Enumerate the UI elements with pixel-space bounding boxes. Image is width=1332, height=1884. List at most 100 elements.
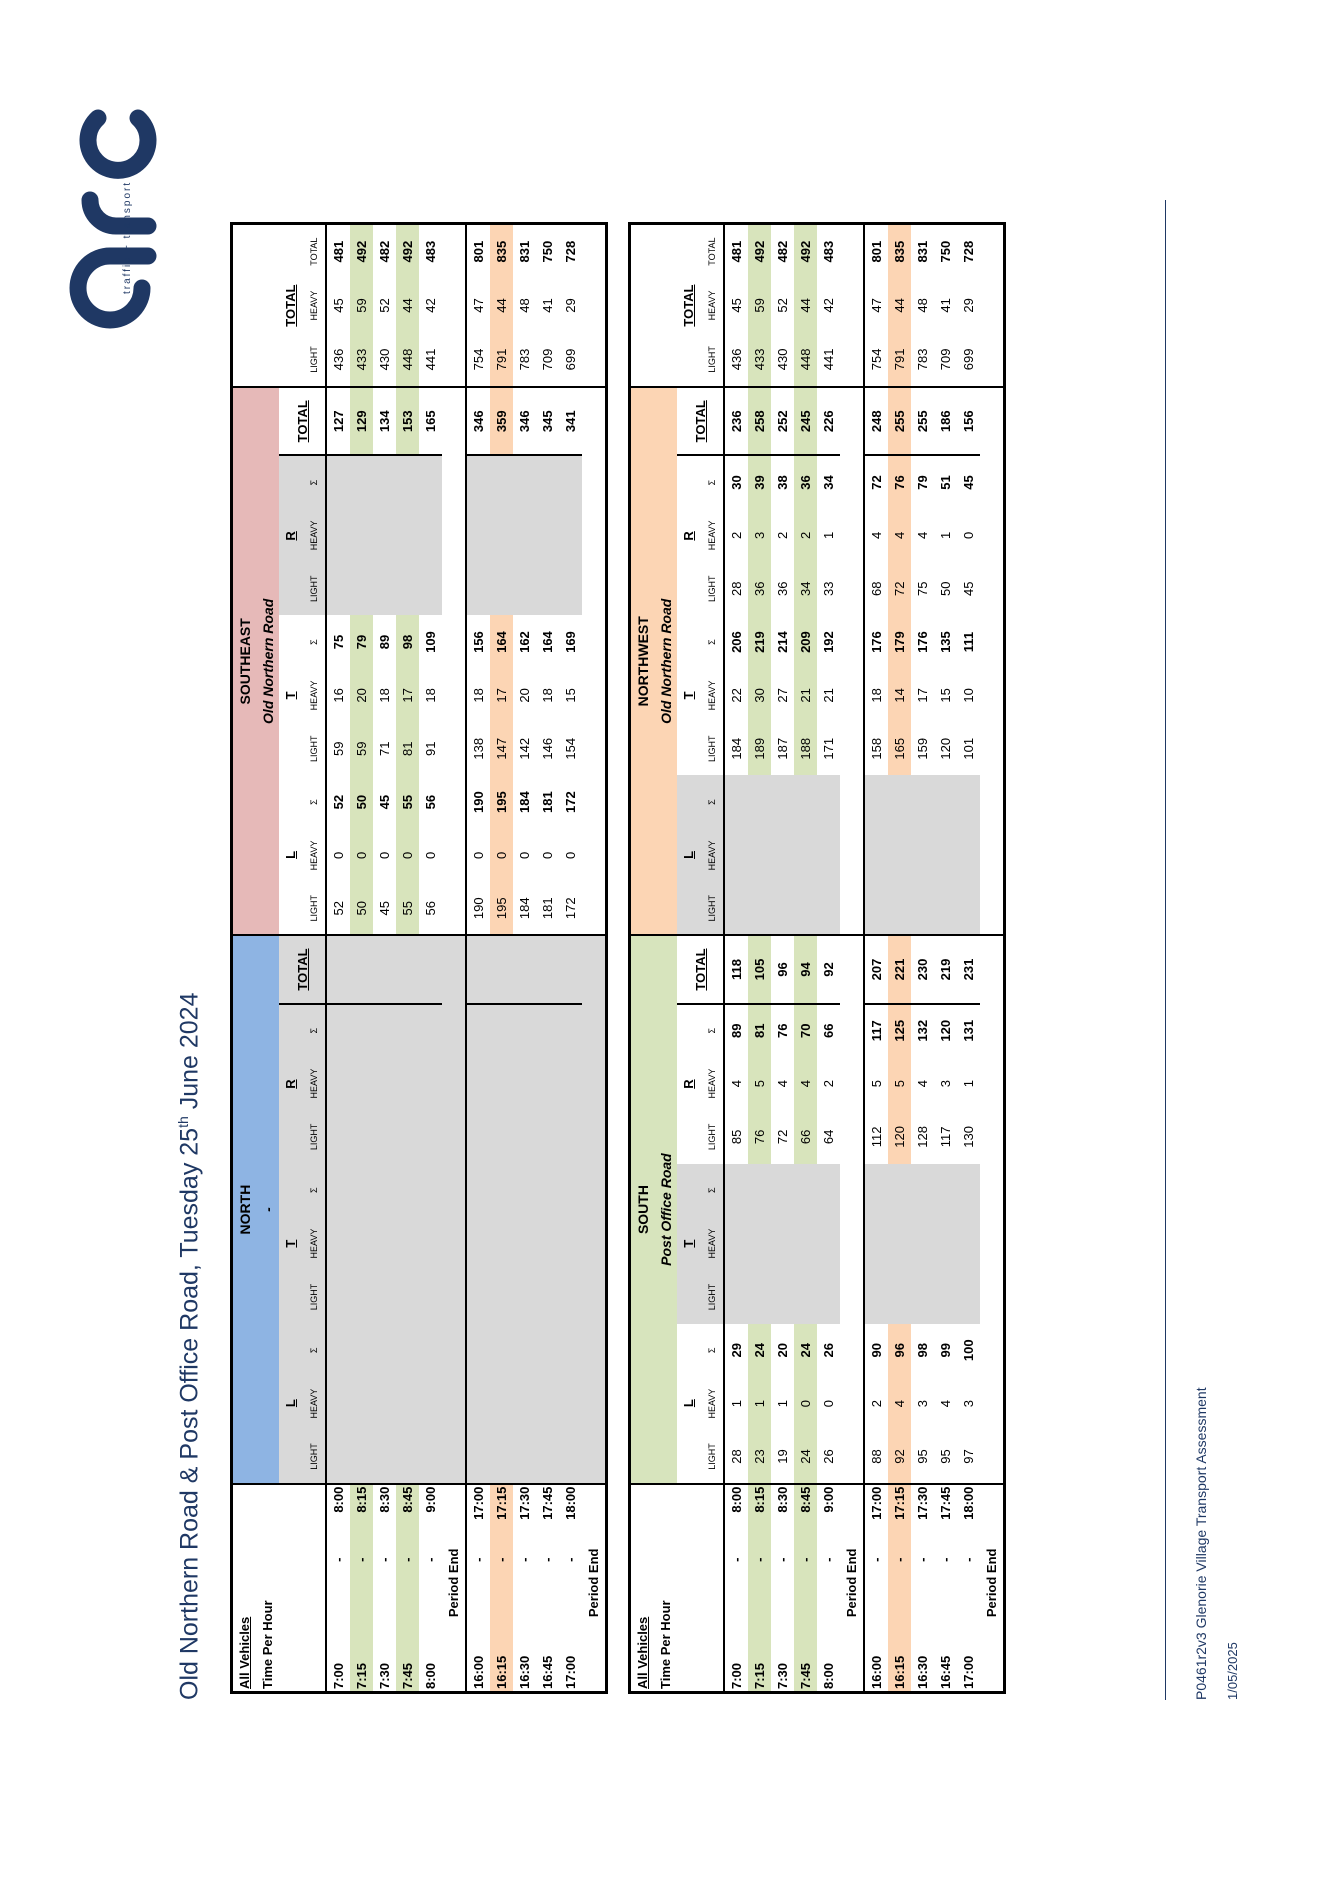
value-cell: 34 bbox=[821, 475, 836, 490]
value-cell bbox=[748, 775, 771, 829]
value-cell: 0 bbox=[961, 531, 976, 539]
value-cell bbox=[536, 455, 559, 509]
value-cell: 4 bbox=[729, 1079, 744, 1088]
value-cell: 51 bbox=[938, 475, 953, 490]
sub-header-sigma: Σ bbox=[302, 1003, 326, 1057]
value-cell: 0 bbox=[471, 851, 486, 860]
value-cell: 55 bbox=[396, 775, 419, 829]
value-cell bbox=[396, 1376, 419, 1431]
time-from: 16:30 bbox=[517, 1655, 532, 1689]
time-separator: - bbox=[377, 1557, 392, 1562]
value-cell: 26 bbox=[821, 1343, 836, 1358]
header-time-per-hour: Time Per Hour bbox=[654, 1483, 677, 1693]
value-cell bbox=[559, 1110, 582, 1164]
value-cell bbox=[724, 1270, 748, 1324]
time-from: 16:00 bbox=[869, 1655, 884, 1689]
sub-header-light: LIGHT bbox=[700, 882, 724, 936]
value-cell: 17 bbox=[915, 688, 930, 703]
value-cell bbox=[513, 508, 536, 563]
sub-header-heavy: HEAVY bbox=[302, 1216, 326, 1271]
value-cell bbox=[724, 828, 748, 883]
grand-total-cell: 754 bbox=[864, 332, 888, 388]
value-cell bbox=[771, 1270, 794, 1324]
value-cell bbox=[724, 1163, 748, 1217]
value-cell: 132 bbox=[915, 1019, 930, 1042]
sub-header-light: LIGHT bbox=[302, 332, 326, 388]
value-cell bbox=[466, 1376, 490, 1431]
sub-header-light: LIGHT bbox=[706, 1443, 717, 1470]
value-cell: 128 bbox=[915, 1126, 930, 1148]
grand-total-cell: 45 bbox=[729, 298, 744, 313]
value-cell: 172 bbox=[559, 882, 582, 936]
value-cell bbox=[419, 1163, 442, 1217]
value-cell: 95 bbox=[938, 1449, 953, 1464]
value-cell: 70 bbox=[794, 1003, 817, 1057]
value-cell: 2 bbox=[729, 531, 744, 539]
value-cell bbox=[724, 882, 748, 936]
sub-header-heavy: HEAVY bbox=[308, 290, 319, 321]
value-cell: 2 bbox=[794, 508, 817, 563]
value-cell bbox=[419, 1430, 442, 1484]
period-end-label: Period End bbox=[840, 1483, 864, 1693]
value-cell: 184 bbox=[517, 791, 532, 813]
total-cell bbox=[326, 935, 350, 1004]
value-cell bbox=[957, 1216, 980, 1271]
total-cell: 231 bbox=[957, 935, 980, 1004]
value-cell: 169 bbox=[563, 631, 578, 653]
value-cell: 18 bbox=[540, 688, 555, 703]
road-northwest: Old Northern Road bbox=[654, 387, 677, 936]
value-cell bbox=[536, 1376, 559, 1431]
grand-total-cell: 728 bbox=[961, 240, 976, 263]
value-cell: 45 bbox=[961, 475, 976, 490]
value-cell bbox=[817, 828, 840, 883]
time-to: 18:00 bbox=[957, 1483, 980, 1545]
value-cell: 112 bbox=[869, 1126, 884, 1148]
value-cell bbox=[748, 1270, 771, 1324]
value-cell: 76 bbox=[775, 1023, 790, 1038]
sub-header-light: LIGHT bbox=[302, 1110, 326, 1164]
value-cell bbox=[513, 1216, 536, 1271]
time-separator: - bbox=[350, 1544, 373, 1575]
grand-total-cell: 492 bbox=[794, 223, 817, 279]
value-cell bbox=[748, 1163, 771, 1217]
value-cell bbox=[373, 1110, 396, 1164]
grand-total-header: TOTAL bbox=[677, 223, 700, 388]
time-separator: - bbox=[775, 1557, 790, 1562]
value-cell bbox=[373, 455, 396, 509]
value-cell: 181 bbox=[540, 791, 555, 813]
value-cell bbox=[911, 828, 934, 883]
value-cell: 36 bbox=[748, 562, 771, 616]
value-cell bbox=[536, 1163, 559, 1217]
time-to: 8:30 bbox=[771, 1483, 794, 1545]
sub-header-heavy: HEAVY bbox=[706, 290, 717, 321]
time-from: 16:45 bbox=[540, 1655, 555, 1689]
total-cell: 207 bbox=[864, 935, 888, 1004]
time-to: 17:15 bbox=[490, 1483, 513, 1545]
value-cell: 55 bbox=[396, 882, 419, 936]
sub-header-heavy: HEAVY bbox=[706, 520, 717, 551]
road-southeast: Old Northern Road bbox=[256, 387, 279, 936]
grand-total-cell: 791 bbox=[888, 332, 911, 388]
value-cell bbox=[466, 1323, 490, 1377]
value-cell bbox=[559, 1376, 582, 1431]
movement-through: T bbox=[681, 691, 696, 700]
sub-header-heavy: HEAVY bbox=[706, 1068, 717, 1099]
time-to: 17:00 bbox=[864, 1483, 888, 1545]
movement-through: T bbox=[677, 1163, 700, 1324]
value-cell bbox=[536, 1056, 559, 1111]
value-cell bbox=[911, 1163, 934, 1217]
value-cell bbox=[373, 562, 396, 616]
total-cell: 186 bbox=[934, 387, 957, 456]
value-cell bbox=[350, 455, 373, 509]
value-cell bbox=[771, 828, 794, 883]
time-from: 16:00 bbox=[471, 1655, 486, 1689]
movement-through: T bbox=[283, 691, 298, 700]
value-cell: 184 bbox=[729, 737, 744, 760]
value-cell: 209 bbox=[794, 615, 817, 669]
grand-total-cell: 448 bbox=[794, 332, 817, 388]
value-cell: 52 bbox=[326, 882, 350, 936]
value-cell: 0 bbox=[821, 1400, 836, 1408]
value-cell: 24 bbox=[794, 1430, 817, 1484]
value-cell bbox=[513, 1430, 536, 1484]
